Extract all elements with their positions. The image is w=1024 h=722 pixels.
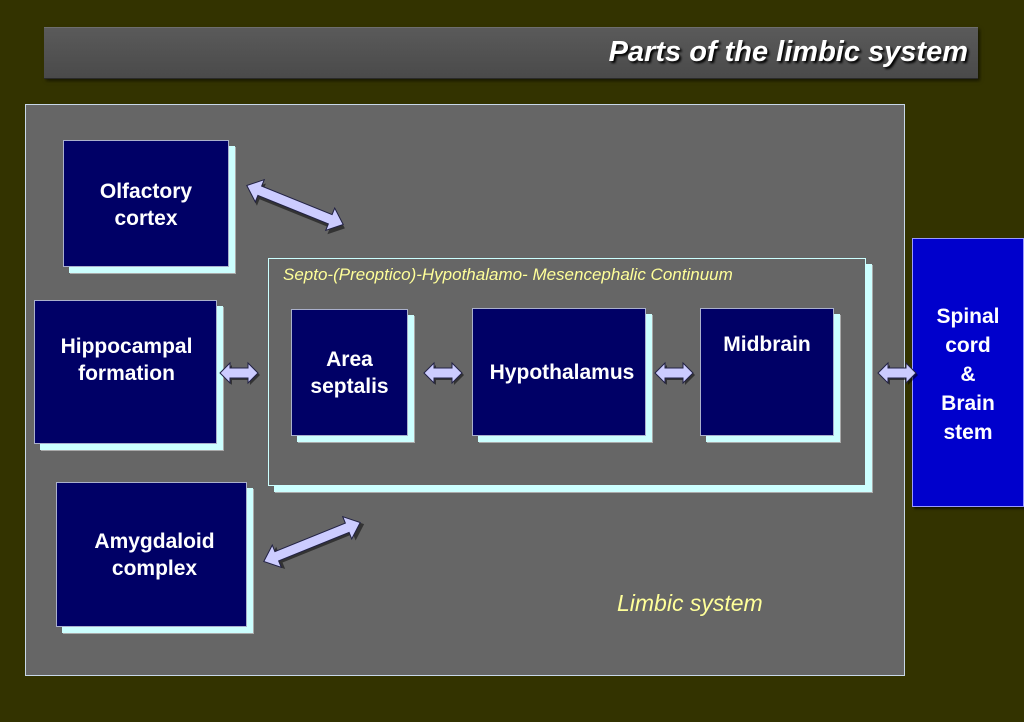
- amygdaloid-arrow-icon: [263, 515, 365, 570]
- olfactory-cortex-label: Olfactory cortex: [99, 180, 193, 230]
- spinal-line-2: cord: [945, 334, 991, 357]
- spinal-arrow-icon: [877, 361, 918, 385]
- spinal-line-3: &: [960, 363, 976, 386]
- hippocampal-arrow-icon: [219, 361, 260, 385]
- area-septalis-box: Area septalis: [291, 309, 408, 436]
- amygdaloid-complex-box: Amygdaloid complex: [56, 482, 247, 627]
- area-septalis-label: Area septalis: [310, 348, 389, 398]
- hypothalamus-midbrain-arrow-icon: [654, 361, 695, 385]
- olfactory-cortex-box: Olfactory cortex: [63, 140, 229, 267]
- continuum-label: Septo-(Preoptico)-Hypothalamo- Mesenceph…: [283, 265, 733, 284]
- septalis-hypothalamus-arrow-icon: [423, 361, 464, 385]
- midbrain-box: Midbrain: [700, 308, 834, 436]
- midbrain-label: Midbrain: [723, 333, 811, 356]
- hippocampal-formation-label: Hippocampal formation: [60, 335, 193, 385]
- hypothalamus-label: Hypothalamus: [489, 360, 635, 384]
- amygdaloid-complex-label: Amygdaloid complex: [94, 530, 215, 580]
- spinal-line-4: Brain: [941, 392, 995, 415]
- page-title: Parts of the limbic system: [608, 36, 968, 68]
- spinal-cord-brain-stem-box: Spinal cord & Brain stem: [912, 238, 1024, 507]
- spinal-line-5: stem: [943, 421, 993, 444]
- title-bar: Parts of the limbic system: [44, 27, 978, 79]
- hippocampal-formation-box: Hippocampal formation: [34, 300, 217, 444]
- hypothalamus-box: Hypothalamus: [472, 308, 646, 436]
- limbic-system-label: Limbic system: [617, 590, 763, 616]
- spinal-line-1: Spinal: [936, 305, 1000, 328]
- olfactory-arrow-icon: [246, 178, 345, 235]
